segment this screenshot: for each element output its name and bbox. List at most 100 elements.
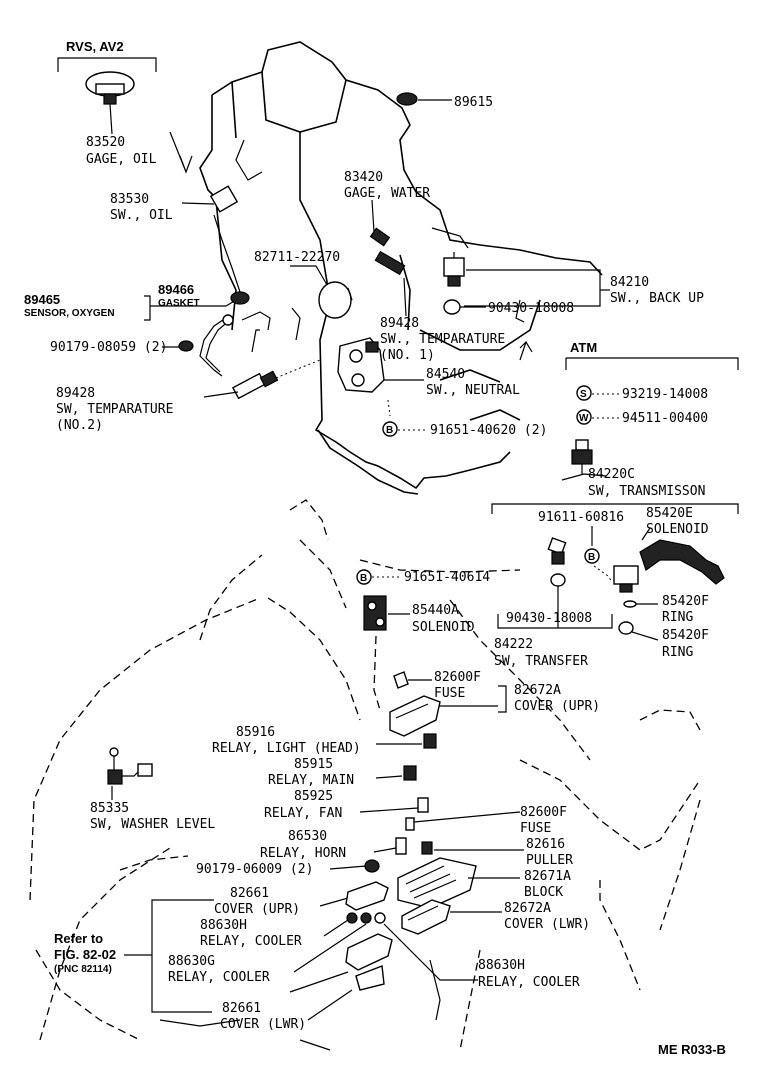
puller-icon <box>421 841 433 855</box>
part-name-88630h-1: RELAY, COOLER <box>200 934 302 949</box>
bolt-90179-b-icon <box>364 859 380 873</box>
part-number-82672a-1: 82672A <box>514 683 561 698</box>
variant-label: RVS, AV2 <box>66 39 124 54</box>
refer-line-1: Refer to <box>54 931 103 946</box>
backup-switch-icon <box>443 252 465 287</box>
part-name-84220c: SW, TRANSMISSON <box>588 484 705 499</box>
clamp-icon <box>318 281 352 319</box>
part-name-85420f-1: RING <box>662 610 693 625</box>
bolt-symbol-w-text: W <box>579 413 589 424</box>
bolt-symbol-b-3-text: B <box>360 573 367 584</box>
part-number-82672a-2: 82672A <box>504 901 551 916</box>
part-number-90430-b: 90430-18008 <box>506 611 592 626</box>
washer-level-switch-icon <box>107 747 153 785</box>
part-name-89466: GASKET <box>158 298 200 309</box>
part-number-82711: 82711-22270 <box>254 250 340 265</box>
bolt-symbol-b-2-text: B <box>588 552 595 563</box>
relay-cooler-88630g-icon <box>360 912 372 924</box>
part-number-83420: 83420 <box>344 170 383 185</box>
engine-block-illustration <box>199 41 603 495</box>
part-name-86530: RELAY, HORN <box>260 846 346 861</box>
part-number-88630h-2: 88630H <box>478 958 525 973</box>
cover-upr-82672a-icon <box>389 695 441 737</box>
part-number-90179-a: 90179-08059 (2) <box>50 340 167 355</box>
bolt-symbol-w <box>576 409 592 425</box>
part-name-82672a-2: COVER (LWR) <box>504 917 590 932</box>
oxygen-sensor-icon <box>199 314 234 377</box>
gasket-90430-b-icon <box>550 573 566 587</box>
part-name-82600f-1: FUSE <box>434 686 465 701</box>
fuse-82600f-2-icon <box>405 817 415 831</box>
vehicle-body-outline <box>29 499 701 1051</box>
part-name-83420: GAGE, WATER <box>344 186 430 201</box>
part-number-89465: 89465 <box>24 292 60 307</box>
part-number-84540: 84540 <box>426 367 465 382</box>
part-number-85440a: 85440A <box>412 603 459 618</box>
part-name-85420f-2: RING <box>662 645 693 660</box>
sensor-89615-icon <box>396 92 452 106</box>
gasket-washer-icon <box>443 299 461 315</box>
cover-lwr-82661-icon <box>345 933 393 991</box>
temp-switch-2-icon <box>231 370 279 400</box>
part-number-88630g: 88630G <box>168 954 215 969</box>
part-name-84222: SW, TRANSFER <box>494 654 588 669</box>
neutral-switch-icon <box>337 337 385 393</box>
part-number-85420f-1: 85420F <box>662 594 709 609</box>
part-number-91651-a: 91651-40620 (2) <box>430 423 547 438</box>
gasket-89466-icon <box>230 291 250 305</box>
refer-line-3: (PNC 82114) <box>54 964 112 975</box>
relay-fan-icon <box>417 797 429 813</box>
part-number-82600f-2: 82600F <box>520 805 567 820</box>
part-number-83530: 83530 <box>110 192 149 207</box>
part-name-82661-a: COVER (UPR) <box>214 902 300 917</box>
water-gage-icon <box>369 227 391 247</box>
oil-switch-icon <box>181 185 239 213</box>
part-name-82672a-1: COVER (UPR) <box>514 699 600 714</box>
part-number-89428-no1: 89428 <box>380 316 419 331</box>
relay-light-head-icon <box>423 733 437 749</box>
part-name-84210: SW., BACK UP <box>610 291 704 306</box>
part-name-89465: SENSOR, OXYGEN <box>24 308 115 319</box>
part-number-85925: 85925 <box>294 789 333 804</box>
solenoid-85420e-icon <box>593 539 725 593</box>
part-number-85420e: 85420E <box>646 506 693 521</box>
part-name-84540: SW., NEUTRAL <box>426 383 520 398</box>
part-name-82616: PULLER <box>526 853 573 868</box>
cover-upr-82661-icon <box>345 881 389 911</box>
part-number-82671a: 82671A <box>524 869 571 884</box>
part-name-82671a: BLOCK <box>524 885 563 900</box>
diagram-code: ME R033-B <box>658 1042 726 1057</box>
part-name-88630h-2: RELAY, COOLER <box>478 975 580 990</box>
part-number-91611: 91611-60816 <box>538 510 624 525</box>
part-number-89615: 89615 <box>454 95 493 110</box>
part-number-91651-b: 91651-40614 <box>404 570 490 585</box>
relay-cooler-88630h-2-icon <box>374 912 386 924</box>
part-name-85915: RELAY, MAIN <box>268 773 354 788</box>
oil-gage-icon <box>85 71 135 135</box>
bolt-symbol-b-1-text: B <box>386 425 393 436</box>
fuse-82600f-1-icon <box>393 671 409 689</box>
part-number-93219: 93219-14008 <box>622 387 708 402</box>
part-name-82661-b: COVER (LWR) <box>220 1017 306 1032</box>
solenoid-85440a-icon <box>363 595 387 631</box>
part-name-85916: RELAY, LIGHT (HEAD) <box>212 741 361 756</box>
bolt-symbol-s-text: S <box>580 389 587 400</box>
part-number-85916: 85916 <box>236 725 275 740</box>
part-number-84210: 84210 <box>610 275 649 290</box>
part-number-84222: 84222 <box>494 637 533 652</box>
bolt-symbol-b-2 <box>584 548 600 564</box>
part-name-85420e: SOLENOID <box>646 522 709 537</box>
part-number-82600f-1: 82600F <box>434 670 481 685</box>
part-name-85925: RELAY, FAN <box>264 806 342 821</box>
relay-horn-icon <box>395 837 407 855</box>
bolt-90179-icon <box>178 340 194 352</box>
part-number-89466: 89466 <box>158 282 194 297</box>
part-name-85335: SW, WASHER LEVEL <box>90 817 215 832</box>
part-note-89428-no1: (NO. 1) <box>380 348 435 363</box>
bolt-symbol-b-1 <box>382 421 398 437</box>
refer-line-2: FIG. 82-02 <box>54 947 116 962</box>
part-number-84220c: 84220C <box>588 467 635 482</box>
part-name-83520: GAGE, OIL <box>86 152 157 167</box>
part-name-83530: SW., OIL <box>110 208 173 223</box>
